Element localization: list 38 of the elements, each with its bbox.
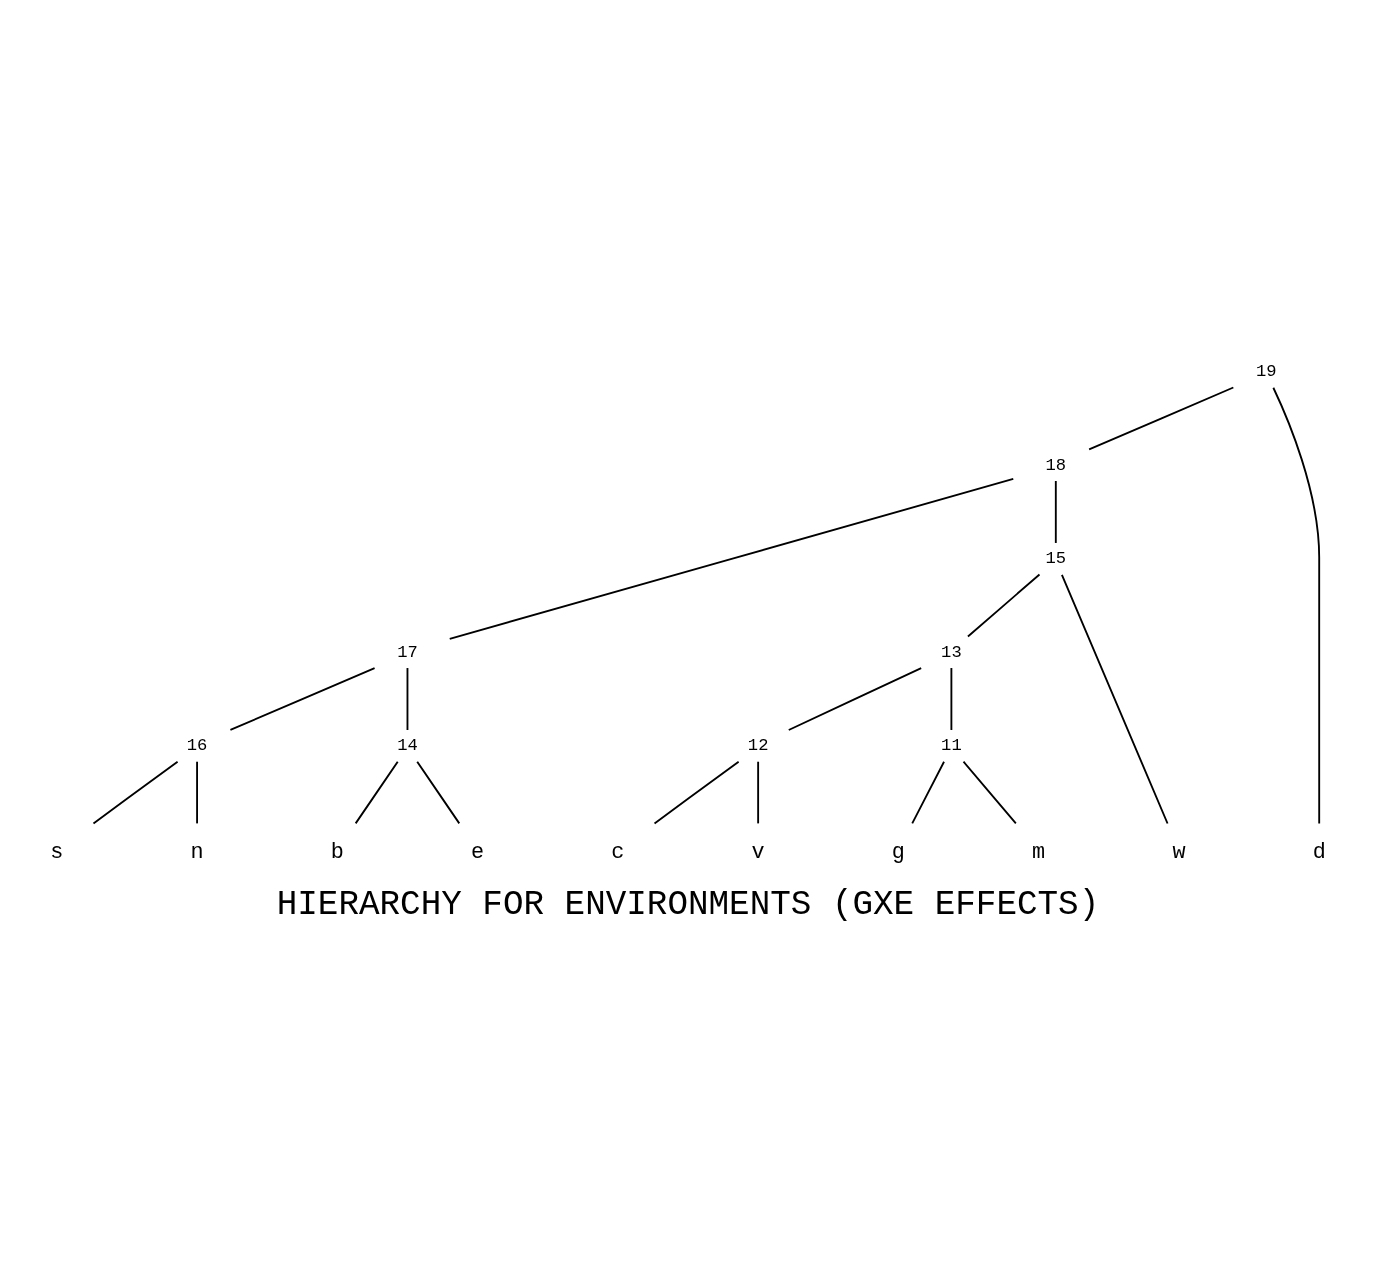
connector: [406, 666, 409, 731]
node-text: 13: [941, 642, 962, 662]
connector: [1088, 386, 1235, 450]
node-text: 17: [397, 642, 418, 662]
connector: [448, 477, 1015, 640]
connector: [962, 760, 1017, 824]
node-text: b: [330, 839, 344, 865]
node-text: c: [611, 839, 625, 865]
node-text: 12: [747, 735, 769, 755]
node-text: 14: [397, 735, 418, 755]
node-text: n: [190, 839, 204, 865]
node-text: d: [1312, 839, 1326, 865]
connector: [1054, 479, 1057, 544]
node-text: e: [471, 839, 485, 865]
node-text: w: [1172, 839, 1186, 865]
node-text: 11: [941, 735, 962, 755]
connector: [967, 573, 1041, 637]
connector: [1061, 573, 1169, 824]
node-text: 15: [1045, 548, 1067, 568]
node-text: m: [1032, 839, 1046, 865]
node-text: g: [891, 839, 905, 865]
connector: [416, 760, 461, 824]
connector: [1272, 386, 1321, 825]
connector: [757, 760, 760, 824]
connector: [92, 760, 179, 824]
connector: [196, 760, 198, 824]
diagram-title: HIERARCHY FOR ENVIRONMENTS (GXE EFFECTS): [276, 884, 1100, 924]
node-text: v: [751, 839, 765, 865]
connector: [354, 760, 399, 824]
connector: [911, 760, 945, 824]
connector: [950, 666, 953, 731]
node-text: s: [50, 839, 64, 865]
node-text: 19: [1255, 361, 1277, 381]
node-text: 18: [1045, 455, 1067, 475]
connector: [229, 666, 376, 731]
node-text: 16: [186, 735, 208, 755]
connector: [653, 760, 740, 824]
connector: [787, 666, 923, 731]
